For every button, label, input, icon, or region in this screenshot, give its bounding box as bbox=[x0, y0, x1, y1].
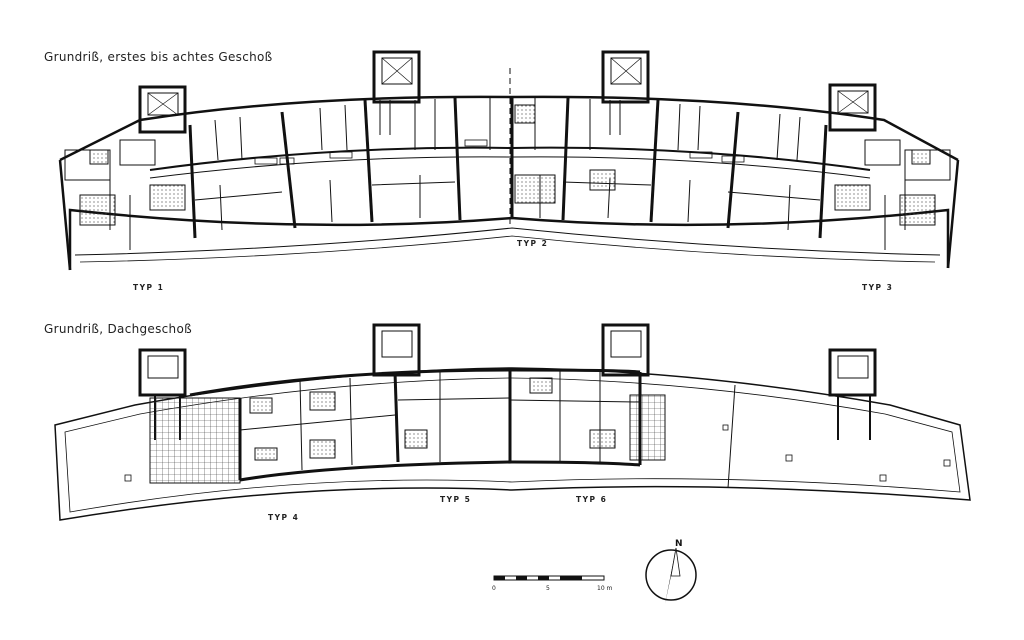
upper-typ2-unit bbox=[514, 104, 616, 204]
upper-stair-core-1 bbox=[138, 85, 187, 134]
typ3-label: TYP 3 bbox=[862, 283, 893, 292]
scale-label-0: 0 bbox=[492, 585, 496, 592]
typ6-label: TYP 6 bbox=[576, 495, 607, 504]
roof-terrace-divider bbox=[727, 384, 736, 489]
upper-typ3-unit bbox=[834, 139, 951, 250]
upper-stair-core-4 bbox=[828, 83, 877, 132]
roof-tiled-terrace-left bbox=[149, 397, 241, 484]
roof-stair-core-4 bbox=[828, 348, 877, 440]
roof-penthouse-walls bbox=[189, 368, 642, 482]
upper-outer-south-wall bbox=[68, 208, 950, 270]
typ5-label: TYP 5 bbox=[440, 495, 471, 504]
upper-stair-core-2 bbox=[372, 50, 421, 135]
upper-stair-core-3 bbox=[601, 50, 650, 135]
typ1-label: TYP 1 bbox=[133, 283, 164, 292]
scale-label-5: 5 bbox=[546, 585, 550, 592]
north-arrow-icon bbox=[645, 547, 697, 604]
scale-label-10: 10 m bbox=[597, 585, 613, 592]
upper-kitchen-fixtures bbox=[254, 139, 745, 165]
upper-balcony-line bbox=[74, 227, 941, 256]
lower-plan-heading: Grundriß, Dachgeschoß bbox=[44, 322, 192, 336]
north-label: N bbox=[675, 539, 683, 549]
typ2-label: TYP 2 bbox=[517, 239, 548, 248]
upper-floor-plan bbox=[58, 50, 960, 271]
upper-typ1-unit bbox=[64, 139, 186, 250]
upper-party-walls bbox=[188, 97, 828, 239]
roof-floor-plan bbox=[54, 323, 971, 521]
roof-stair-core-2 bbox=[372, 323, 421, 377]
roof-stair-core-3 bbox=[601, 323, 650, 377]
roof-room-walls bbox=[239, 370, 641, 471]
typ4-label: TYP 4 bbox=[268, 513, 299, 522]
roof-vents bbox=[124, 424, 951, 482]
roof-tiled-terrace-right bbox=[629, 394, 666, 461]
scale-bar bbox=[493, 575, 605, 581]
upper-plan-heading: Grundriß, erstes bis achtes Geschoß bbox=[44, 50, 273, 64]
